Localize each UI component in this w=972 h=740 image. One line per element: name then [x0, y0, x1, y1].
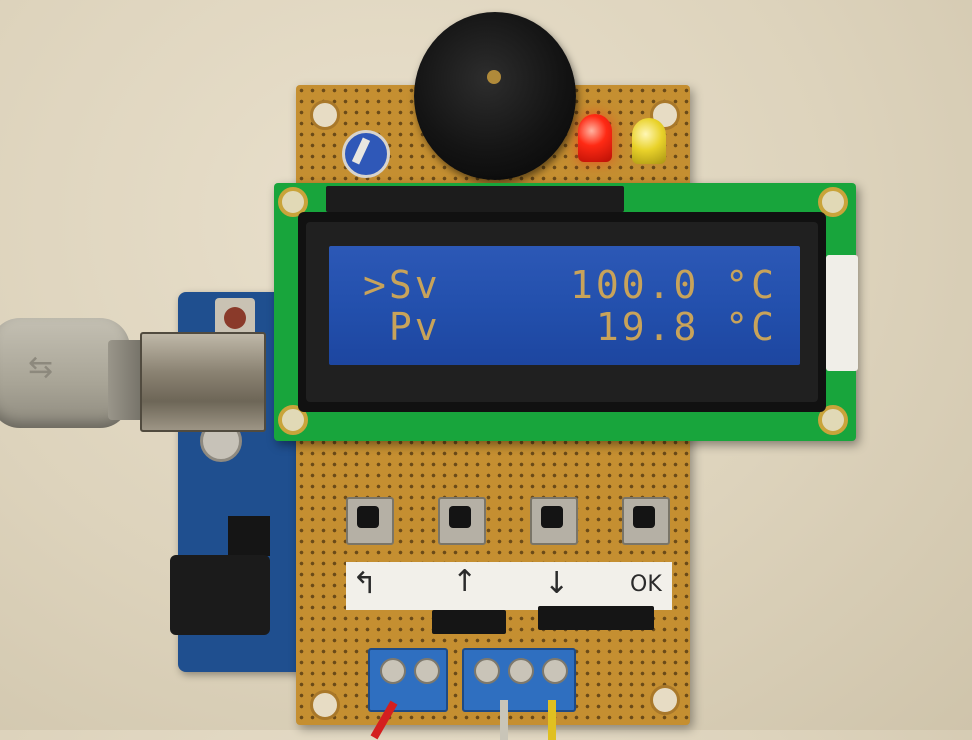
down-label: ↓ [544, 566, 570, 601]
buzzer [414, 12, 576, 180]
mount-hole [310, 100, 340, 130]
lcd-line-process-value: Pv 19.8 °C [363, 305, 778, 349]
screw [508, 658, 534, 684]
down-button-cap [541, 506, 563, 528]
ok-button-cap [633, 506, 655, 528]
usb-connector [140, 332, 266, 432]
usb-icon: ⇆ [28, 350, 54, 385]
lcd-pin-header [326, 186, 624, 212]
dc-power-jack [170, 555, 270, 635]
screw [414, 658, 440, 684]
lcd-backlight-tab [826, 255, 858, 371]
screw [474, 658, 500, 684]
screw [380, 658, 406, 684]
buzzer-port [487, 70, 501, 84]
pin-header [538, 606, 654, 630]
mount-hole [650, 685, 680, 715]
reset-button-cap [224, 307, 246, 329]
contrast-trimmer[interactable] [342, 130, 390, 178]
back-label: ↰ [352, 566, 378, 601]
yellow-led [632, 118, 666, 164]
wire-yellow [548, 700, 556, 740]
mount-hole [310, 690, 340, 720]
voltage-regulator [228, 516, 270, 556]
lcd-mount-hole [278, 405, 308, 435]
up-label: ↑ [452, 564, 478, 599]
button-label-strip [346, 562, 672, 610]
wire-white [500, 700, 508, 740]
lcd-line-setpoint: >Sv 100.0 °C [363, 263, 778, 307]
up-button-cap [449, 506, 471, 528]
back-button-cap [357, 506, 379, 528]
ok-button[interactable] [622, 497, 670, 545]
ok-label: OK [630, 572, 662, 597]
pin-header [432, 610, 506, 634]
lcd-screen: >Sv 100.0 °C Pv 19.8 °C [329, 246, 800, 365]
screw [542, 658, 568, 684]
red-led [578, 114, 612, 162]
